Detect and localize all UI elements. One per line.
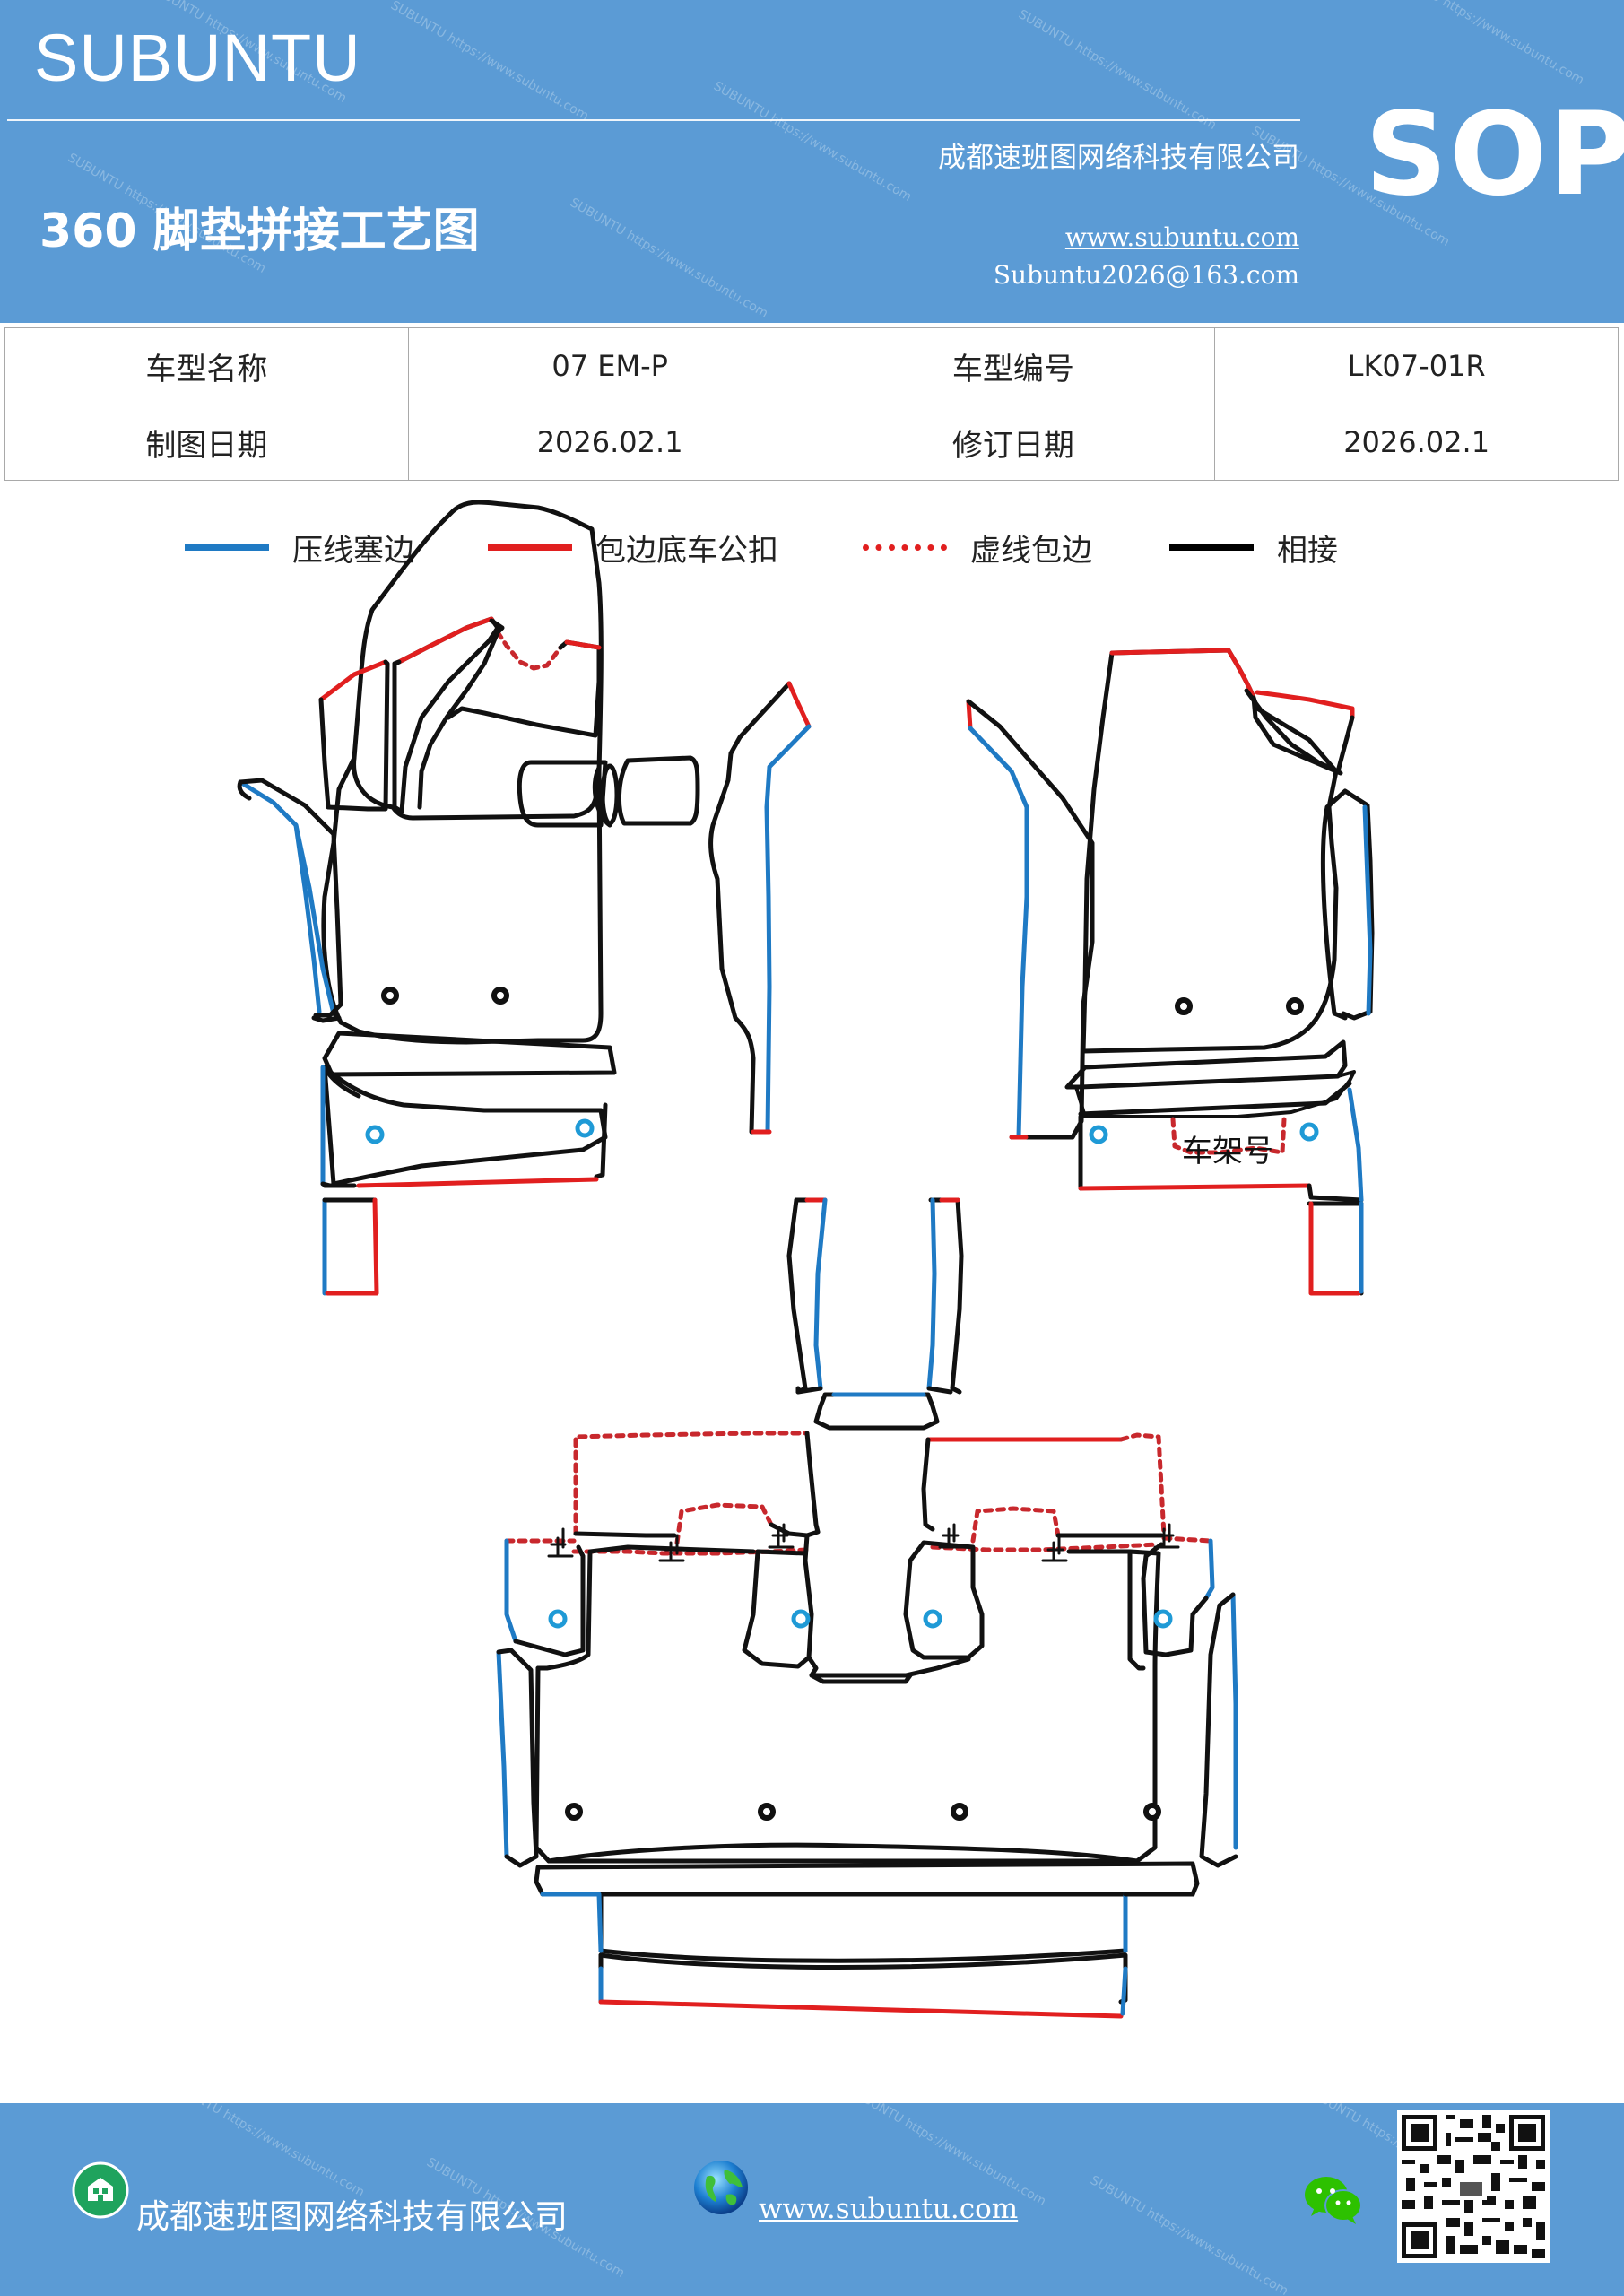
email-address[interactable]: Subuntu2026@163.com bbox=[993, 260, 1299, 290]
footer-company-name: 成都速班图网络科技有限公司 bbox=[136, 2197, 568, 2236]
legend: 压线塞边 包边底车公扣 虚线包边 相接 bbox=[0, 525, 1624, 570]
legend-label: 虚线包边 bbox=[970, 532, 1092, 569]
rear-mat bbox=[496, 1431, 1238, 2019]
qr-code[interactable] bbox=[1397, 2110, 1550, 2263]
driver-front-mat bbox=[237, 500, 700, 1296]
wechat-icon bbox=[1305, 2177, 1362, 2224]
model-code-label: 车型编号 bbox=[811, 327, 1216, 404]
draw-date-label: 制图日期 bbox=[4, 404, 409, 481]
center-tunnel-pieces bbox=[786, 1197, 964, 1431]
header-divider bbox=[7, 119, 1300, 121]
draw-date-value: 2026.02.1 bbox=[407, 404, 812, 481]
model-name-value: 07 EM-P bbox=[407, 327, 812, 404]
left-side-strip bbox=[708, 681, 812, 1135]
legend-swatch bbox=[863, 544, 947, 551]
legend-label: 相接 bbox=[1277, 532, 1338, 569]
watermark: SUBUNTU https://www.subuntu.com bbox=[1087, 2173, 1291, 2296]
globe-icon bbox=[694, 2161, 748, 2214]
revise-date-label: 修订日期 bbox=[811, 404, 1216, 481]
sop-badge: SOP bbox=[1365, 88, 1624, 222]
header-banner: SUBUNTU https://www.subuntu.com SUBUNTU … bbox=[0, 0, 1624, 323]
vehicle-info-table: 车型名称 07 EM-P 车型编号 LK07-01R 制图日期 2026.02.… bbox=[4, 327, 1619, 481]
passenger-front-mat: 车架号 bbox=[966, 648, 1375, 1296]
footer-website-link[interactable]: www.subuntu.com bbox=[759, 2193, 1019, 2225]
table-row: 车型名称 07 EM-P 车型编号 LK07-01R bbox=[4, 327, 1619, 404]
footer-banner: SUBUNTU https://www.subuntu.com SUBUNTU … bbox=[0, 2103, 1624, 2296]
legend-item: 虚线包边 bbox=[863, 525, 1092, 570]
legend-item: 相接 bbox=[1169, 525, 1338, 570]
frame-number-label: 车架号 bbox=[1182, 1134, 1273, 1170]
brand-logo-text: SUBUNTU bbox=[34, 21, 361, 95]
legend-swatch bbox=[185, 544, 269, 551]
model-code-value: LK07-01R bbox=[1214, 327, 1619, 404]
legend-label: 包边底车公扣 bbox=[595, 532, 778, 569]
legend-item: 压线塞边 bbox=[185, 525, 414, 570]
legend-item: 包边底车公扣 bbox=[488, 525, 778, 570]
building-icon bbox=[72, 2161, 129, 2219]
watermark: SUBUNTU https://www.subuntu.com bbox=[163, 2103, 368, 2200]
table-row: 制图日期 2026.02.1 修订日期 2026.02.1 bbox=[4, 404, 1619, 481]
website-link[interactable]: www.subuntu.com bbox=[1064, 222, 1299, 252]
page-title: 360 脚垫拼接工艺图 bbox=[39, 204, 480, 258]
revise-date-value: 2026.02.1 bbox=[1214, 404, 1619, 481]
model-name-label: 车型名称 bbox=[4, 327, 409, 404]
company-name: 成都速班图网络科技有限公司 bbox=[938, 142, 1299, 174]
legend-label: 压线塞边 bbox=[292, 532, 414, 569]
legend-swatch bbox=[1169, 544, 1254, 551]
legend-swatch bbox=[488, 544, 572, 551]
